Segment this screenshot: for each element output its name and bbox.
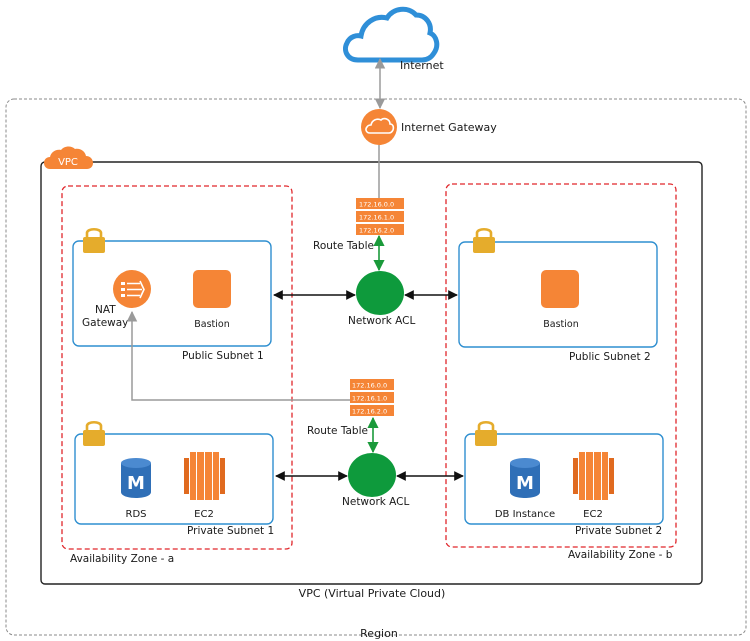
internet-cloud-icon bbox=[343, 6, 440, 63]
network-acl-bottom-label: Network ACL bbox=[342, 496, 410, 508]
network-acl-top-icon bbox=[356, 271, 404, 315]
ec2-label: EC2 bbox=[194, 509, 214, 520]
ec2-icon bbox=[573, 452, 614, 500]
db-instance-icon: M bbox=[510, 458, 540, 498]
db-instance-label: DB Instance bbox=[495, 509, 555, 520]
route-table-bottom: 172.16.0.0 172.16.1.0 172.16.2.0 bbox=[350, 379, 394, 416]
ec2-icon bbox=[184, 452, 225, 500]
private-subnet-1 bbox=[74, 433, 274, 525]
route-entry: 172.16.2.0 bbox=[352, 408, 387, 416]
nat-route-link bbox=[126, 310, 350, 401]
route-table-bottom-label: Route Table bbox=[307, 425, 368, 437]
svg-text:M: M bbox=[127, 473, 145, 494]
lock-icon bbox=[83, 227, 105, 253]
region-label: Region bbox=[360, 627, 398, 640]
public-subnet-1 bbox=[72, 240, 272, 347]
private-subnet-2-label: Private Subnet 2 bbox=[575, 525, 662, 537]
bastion-2-label: Bastion bbox=[543, 319, 579, 330]
availability-zone-a-label: Availability Zone - a bbox=[70, 553, 174, 565]
vpc-badge-label: VPC bbox=[58, 157, 78, 168]
public-subnet-2-label: Public Subnet 2 bbox=[569, 351, 651, 363]
nat-gateway-label: NAT bbox=[95, 304, 116, 316]
nat-gateway-label: Gateway bbox=[82, 317, 128, 329]
lock-icon bbox=[83, 420, 105, 446]
route-entry: 172.16.0.0 bbox=[352, 382, 387, 390]
public-subnet-2 bbox=[458, 241, 658, 348]
public-subnet-1-label: Public Subnet 1 bbox=[182, 350, 264, 362]
availability-zone-b-label: Availability Zone - b bbox=[568, 549, 673, 561]
route-entry: 172.16.1.0 bbox=[352, 395, 387, 403]
route-entry: 172.16.1.0 bbox=[359, 214, 394, 222]
vpc-caption: VPC (Virtual Private Cloud) bbox=[299, 587, 446, 600]
bastion-2-icon bbox=[541, 270, 579, 308]
bastion-1-label: Bastion bbox=[194, 319, 230, 330]
nat-gateway-icon bbox=[113, 270, 151, 308]
internet-label: Internet bbox=[400, 59, 444, 72]
vpc-badge-icon: VPC bbox=[44, 146, 93, 169]
availability-zone-a bbox=[61, 185, 293, 550]
route-entry: 172.16.0.0 bbox=[359, 201, 394, 209]
network-acl-top-label: Network ACL bbox=[348, 315, 416, 327]
rds-label: RDS bbox=[126, 509, 147, 520]
internet-gateway-icon bbox=[361, 109, 397, 145]
route-table-top: 172.16.0.0 172.16.1.0 172.16.2.0 bbox=[356, 198, 404, 235]
vpc-boundary bbox=[40, 161, 703, 585]
availability-zone-b bbox=[445, 183, 677, 548]
private-subnet-2 bbox=[464, 433, 664, 525]
network-acl-bottom-icon bbox=[348, 453, 396, 497]
lock-icon bbox=[473, 227, 495, 253]
route-entry: 172.16.2.0 bbox=[359, 227, 394, 235]
lock-icon bbox=[475, 420, 497, 446]
svg-text:M: M bbox=[516, 473, 534, 494]
ec2-label: EC2 bbox=[583, 509, 603, 520]
internet-gateway-label: Internet Gateway bbox=[401, 121, 497, 134]
rds-database-icon: M bbox=[121, 458, 151, 498]
route-table-top-label: Route Table bbox=[313, 240, 374, 252]
private-subnet-1-label: Private Subnet 1 bbox=[187, 525, 274, 537]
bastion-1-icon bbox=[193, 270, 231, 308]
